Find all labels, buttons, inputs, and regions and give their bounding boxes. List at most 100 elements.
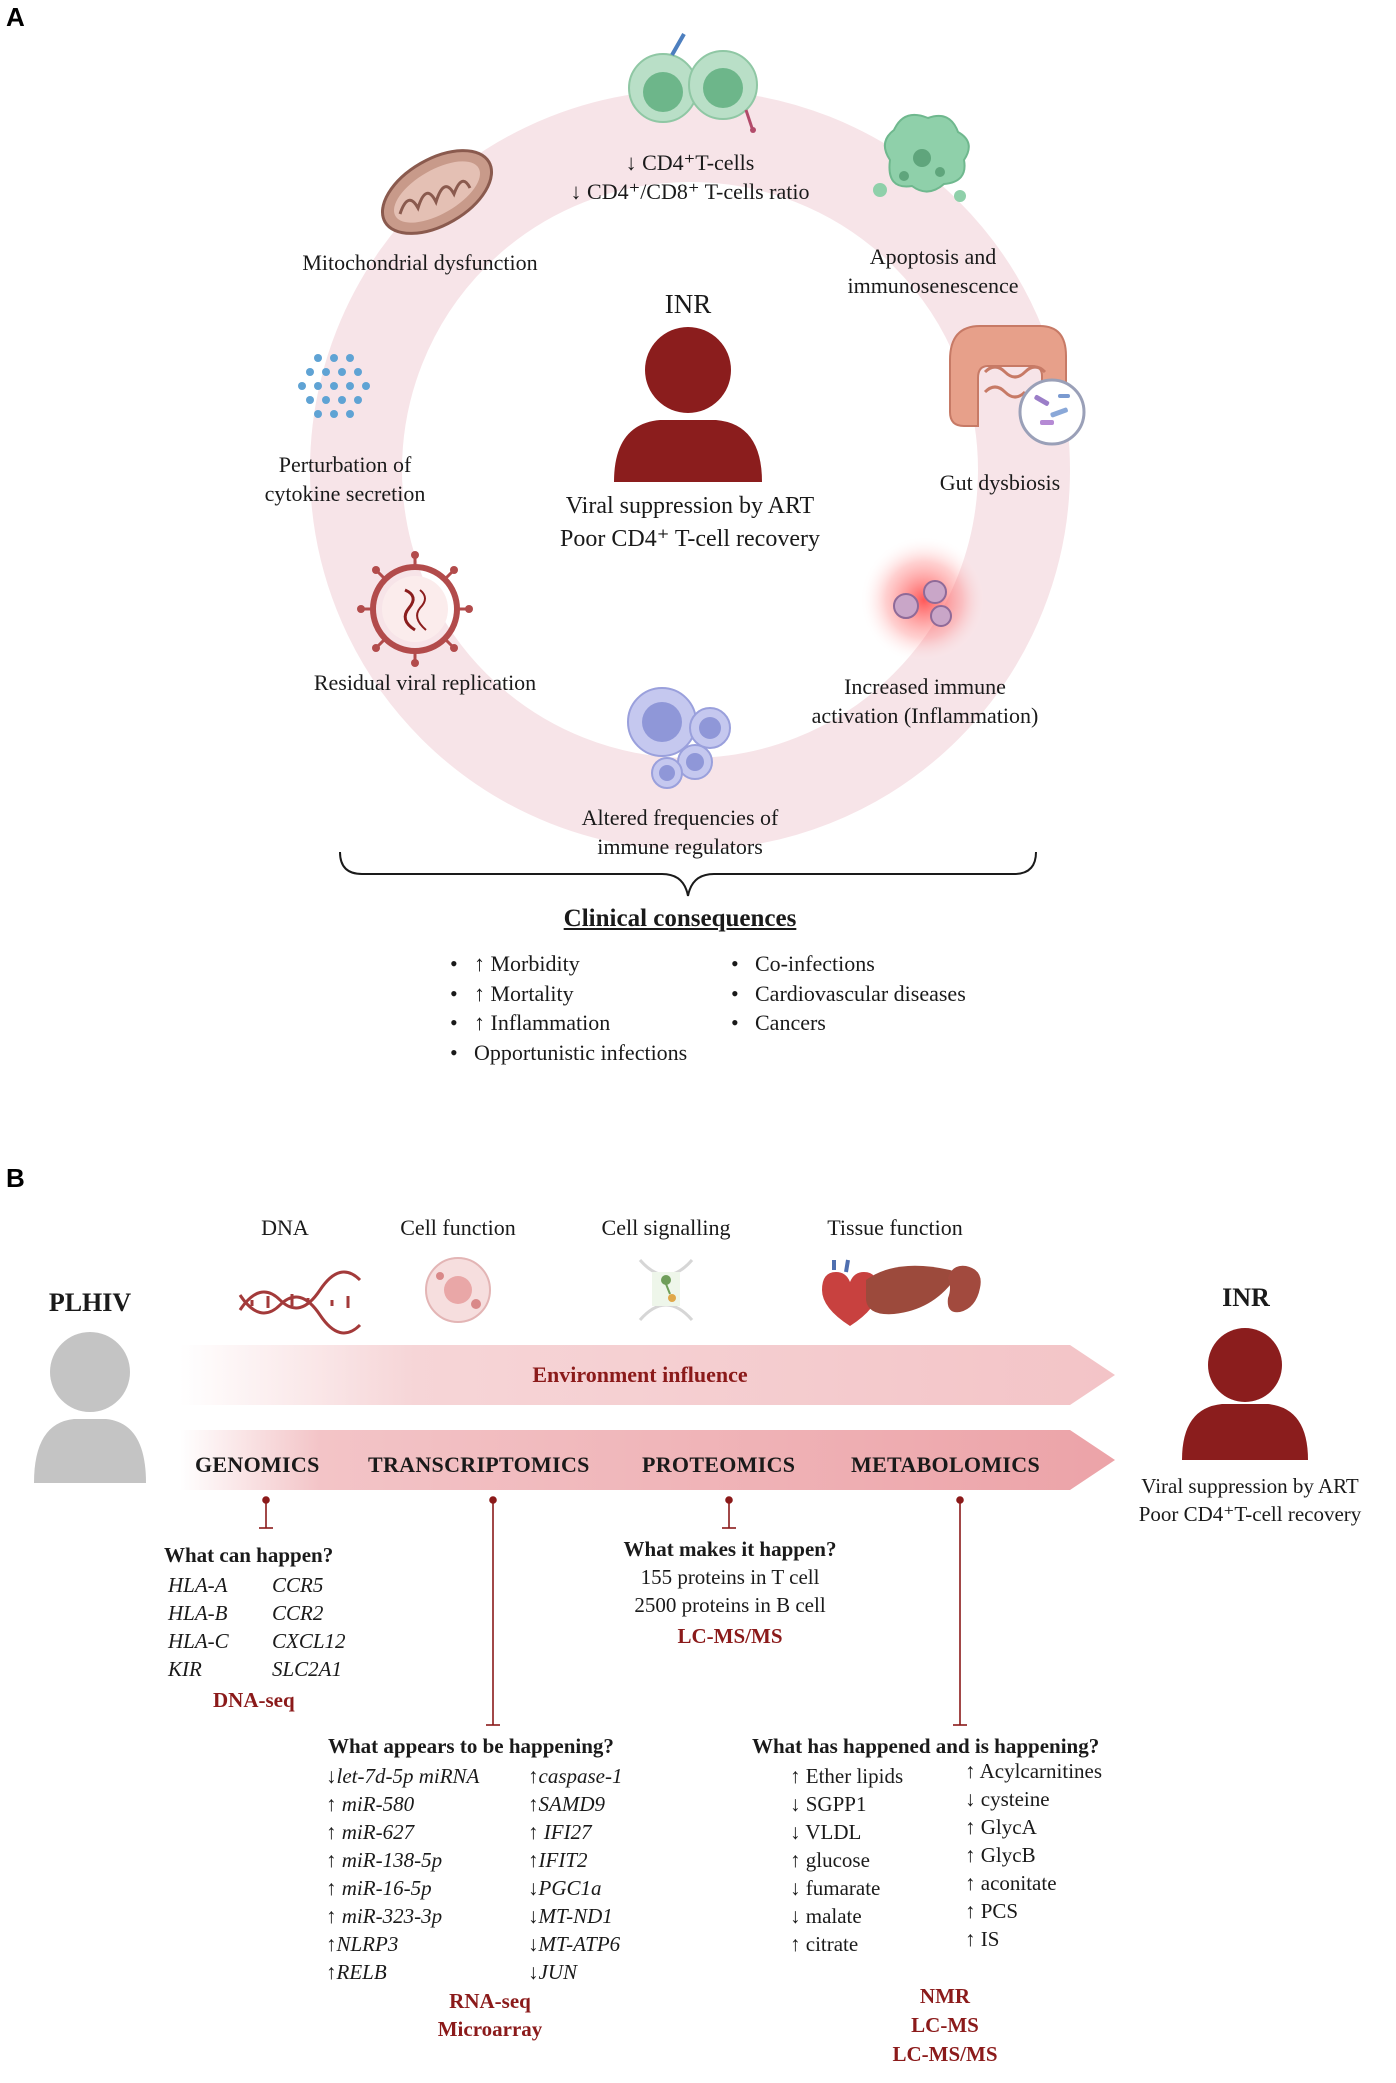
regulators-label: Altered frequencies of immune regulators xyxy=(581,805,779,859)
cell-function-title: Cell function xyxy=(400,1215,516,1240)
transcriptomics-list-left: ↓let-7d-5p miRNA ↑ miR-580 ↑ miR-627 ↑ m… xyxy=(326,1762,479,1986)
heart-icon xyxy=(822,1259,878,1326)
signalling-icon xyxy=(638,1259,694,1321)
metabolite-item: ↓ VLDL xyxy=(790,1820,862,1844)
transcript-item: ↑RELB xyxy=(326,1960,387,1984)
metabolomics-list-right: ↑ Acylcarnitines ↓ cysteine ↑ GlycA ↑ Gl… xyxy=(965,1757,1102,1953)
clinical-list-left: ↑ Morbidity ↑ Mortality ↑ Inflammation O… xyxy=(444,949,687,1067)
metabolite-item: ↑ Ether lipids xyxy=(790,1764,904,1788)
viral-label: Residual viral replication xyxy=(313,670,537,695)
gene: CCR5 xyxy=(272,1573,324,1597)
gene: HLA-C xyxy=(168,1629,229,1653)
liver-icon xyxy=(866,1265,956,1315)
transcriptomics-list-right: ↑caspase-1 ↑SAMD9 ↑ IFI27 ↑IFIT2 ↓PGC1a … xyxy=(528,1762,622,1986)
clinical-list-right: Co-infections Cardiovascular diseases Ca… xyxy=(725,949,966,1038)
dna-icon xyxy=(238,1270,362,1335)
transcript-item: ↓let-7d-5p miRNA xyxy=(326,1764,480,1788)
genomics-question: What can happen? xyxy=(164,1543,334,1567)
transcript-item: ↓MT-ATP6 xyxy=(528,1932,621,1956)
tissue-function-title: Tissue function xyxy=(827,1215,963,1240)
transcript-item: ↑ IFI27 xyxy=(528,1820,592,1844)
apoptosis-label: Apoptosis and immunosenescence xyxy=(847,244,1019,298)
plhiv-person-icon xyxy=(34,1332,146,1483)
metabolite-item: ↑ PCS xyxy=(965,1899,1019,1923)
panel-label-a: A xyxy=(6,2,25,32)
panel-a-graphics xyxy=(298,33,1086,897)
transcriptomics-label: TRANSCRIPTOMICS xyxy=(368,1452,590,1477)
metabolomics-methods: NMR LC-MS LC-MS/MS xyxy=(892,1984,998,2066)
brace xyxy=(339,851,1037,897)
metabolite-item: ↑ IS xyxy=(965,1927,1000,1951)
inr-center-title: INR xyxy=(664,289,712,319)
cd4-decline-label: ↓ CD4⁺T-cells ↓ CD4⁺/CD8⁺ T-cells ratio xyxy=(570,150,810,204)
cell-signalling-title: Cell signalling xyxy=(601,1215,731,1240)
genomics-genes-left: HLA-A HLA-B HLA-C KIR xyxy=(168,1571,229,1683)
inr-label: INR xyxy=(1222,1283,1270,1312)
transcript-item: ↑ miR-138-5p xyxy=(326,1848,443,1872)
gut-icon xyxy=(949,325,1086,446)
inr-desc: Viral suppression by ART Poor CD4⁺T-cell… xyxy=(1138,1474,1362,1526)
panel-b-graphics xyxy=(34,1257,1308,1726)
transcriptomics-methods: RNA-seq Microarray xyxy=(437,1989,543,2041)
transcript-item: ↓MT-ND1 xyxy=(528,1904,613,1928)
proteomics-label: PROTEOMICS xyxy=(642,1452,796,1477)
transcript-item: ↑SAMD9 xyxy=(528,1792,605,1816)
metabolite-item: ↓ malate xyxy=(790,1904,862,1928)
proteomics-details: 155 proteins in T cell 2500 proteins in … xyxy=(634,1565,826,1617)
transcriptomics-question: What appears to be happening? xyxy=(328,1734,614,1758)
t-cells-icon xyxy=(628,33,758,133)
inr-person-icon xyxy=(614,327,762,482)
virus-icon xyxy=(357,551,473,667)
mitochondria-icon xyxy=(380,149,494,235)
activation-label: Increased immune activation (Inflammatio… xyxy=(811,674,1039,728)
inr-center-desc: Viral suppression by ART Poor CD4⁺ T-cel… xyxy=(560,493,820,552)
gene: CCR2 xyxy=(272,1601,324,1625)
environment-label: Environment influence xyxy=(532,1362,748,1387)
environment-arrow xyxy=(180,1345,1115,1405)
omics-arrow xyxy=(180,1430,1115,1490)
metabolite-item: ↑ Acylcarnitines xyxy=(965,1759,1103,1783)
genomics-label: GENOMICS xyxy=(195,1452,320,1477)
proteomics-question: What makes it happen? xyxy=(623,1537,837,1561)
metabolite-item: ↓ fumarate xyxy=(790,1876,881,1900)
clinical-item: ↑ Morbidity xyxy=(444,949,687,979)
kidney-icon xyxy=(947,1265,981,1313)
metabolite-item: ↑ GlycA xyxy=(965,1815,1037,1839)
transcript-item: ↓PGC1a xyxy=(528,1876,602,1900)
gene: HLA-A xyxy=(168,1573,228,1597)
clinical-item: Cancers xyxy=(725,1008,966,1038)
genomics-method: DNA-seq xyxy=(213,1688,295,1712)
dna-title: DNA xyxy=(261,1215,309,1240)
metabolite-item: ↑ GlycB xyxy=(965,1843,1036,1867)
inr-person-icon xyxy=(1182,1328,1308,1460)
pink-ring xyxy=(310,90,1070,850)
metabolite-item: ↑ citrate xyxy=(790,1932,859,1956)
metabolite-item: ↓ SGPP1 xyxy=(790,1792,867,1816)
clinical-item: Cardiovascular diseases xyxy=(725,979,966,1009)
gut-label: Gut dysbiosis xyxy=(939,470,1061,495)
gene: KIR xyxy=(168,1657,202,1681)
transcript-item: ↑ miR-323-3p xyxy=(326,1904,443,1928)
plhiv-label: PLHIV xyxy=(48,1288,132,1317)
metabolite-item: ↑ aconitate xyxy=(965,1871,1057,1895)
apoptosis-icon xyxy=(873,114,970,202)
transcript-item: ↑IFIT2 xyxy=(528,1848,588,1872)
transcript-item: ↑caspase-1 xyxy=(528,1764,623,1788)
metabolite-item: ↑ glucose xyxy=(790,1848,870,1872)
clinical-item: ↑ Inflammation xyxy=(444,1008,687,1038)
gene: SLC2A1 xyxy=(272,1657,343,1681)
metabolite-item: ↓ cysteine xyxy=(965,1787,1050,1811)
inflammation-icon xyxy=(860,536,988,664)
gene: HLA-B xyxy=(168,1601,228,1625)
metabolomics-label: METABOLOMICS xyxy=(851,1452,1040,1477)
clinical-item: ↑ Mortality xyxy=(444,979,687,1009)
transcript-item: ↑ miR-580 xyxy=(326,1792,415,1816)
metabolomics-question: What has happened and is happening? xyxy=(752,1734,1100,1758)
transcript-item: ↑NLRP3 xyxy=(326,1932,399,1956)
cytokine-label: Perturbation of cytokine secretion xyxy=(264,452,426,506)
metabolomics-list-left: ↑ Ether lipids ↓ SGPP1 ↓ VLDL ↑ glucose … xyxy=(790,1762,903,1958)
proteomics-method: LC-MS/MS xyxy=(677,1624,783,1648)
genomics-genes-right: CCR5 CCR2 CXCL12 SLC2A1 xyxy=(272,1571,346,1683)
gene: CXCL12 xyxy=(272,1629,346,1653)
mito-label: Mitochondrial dysfunction xyxy=(302,250,538,275)
